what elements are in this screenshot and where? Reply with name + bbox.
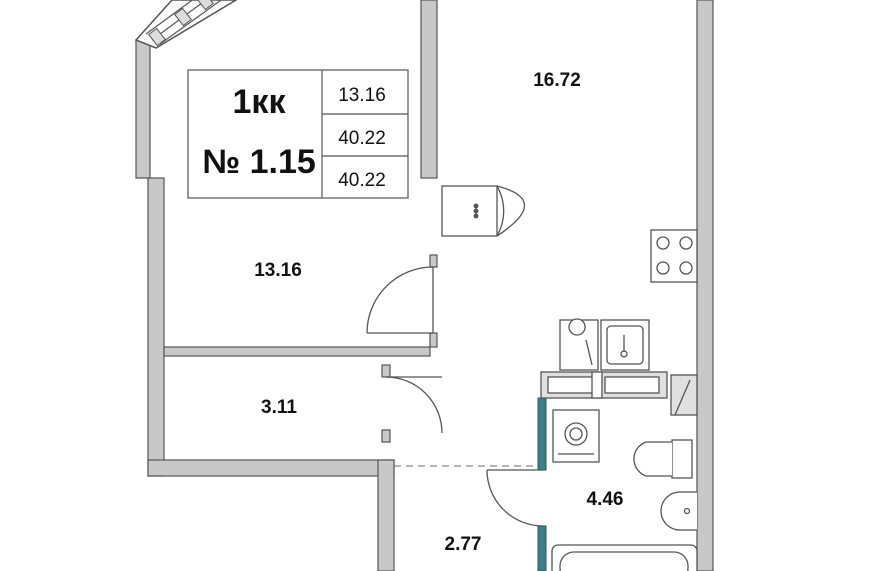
room-labels: 16.72 13.16 3.11 4.46 2.77 — [254, 70, 623, 555]
hall-left-wall — [377, 459, 395, 571]
area-value-1: 13.16 — [338, 85, 386, 106]
door-jamb-3 — [381, 364, 391, 378]
window — [134, 0, 238, 49]
burner-icon — [679, 261, 693, 275]
toilet-bowl — [633, 441, 672, 477]
toilet-tank — [671, 439, 693, 479]
bathroom-area-label: 4.46 — [587, 489, 624, 510]
kitchen-door-swing — [496, 185, 505, 237]
kitchen-area-label: 16.72 — [533, 70, 581, 91]
doors — [366, 185, 544, 527]
fixtures — [441, 185, 698, 571]
bay-wall — [135, 35, 151, 179]
outer-wall-left — [147, 177, 165, 477]
living-door-swing — [366, 266, 434, 334]
walls — [135, 0, 714, 571]
area-value-3: 40.22 — [338, 170, 386, 191]
washing-machine — [552, 409, 600, 463]
apartment-info-box: 1кк № 1.15 13.16 40.22 40.22 — [187, 69, 409, 199]
storage-area-label: 3.11 — [261, 397, 297, 418]
washbasin — [660, 491, 697, 531]
door-jamb-4 — [381, 429, 391, 443]
storage-door-swing — [385, 376, 443, 434]
outer-wall-right — [696, 0, 714, 571]
apartment-type: 1кк — [233, 83, 287, 121]
burner-icon — [656, 236, 670, 250]
bottom-wall-left — [147, 459, 395, 477]
bathroom-door-swing — [486, 469, 544, 527]
apartment-number: № 1.15 — [202, 143, 316, 181]
hall-area-label: 2.77 — [445, 534, 482, 555]
burner-icon — [679, 236, 693, 250]
area-value-2: 40.22 — [338, 128, 386, 149]
storage-partition — [163, 346, 431, 357]
door-jamb-1 — [429, 254, 438, 268]
door-jamb-2 — [429, 332, 438, 348]
bathroom-door-frame — [537, 397, 547, 571]
kitchen-living-partition — [420, 0, 438, 179]
burner-icon — [656, 261, 670, 275]
fridge — [441, 185, 498, 237]
living-area-label: 13.16 — [254, 260, 302, 281]
